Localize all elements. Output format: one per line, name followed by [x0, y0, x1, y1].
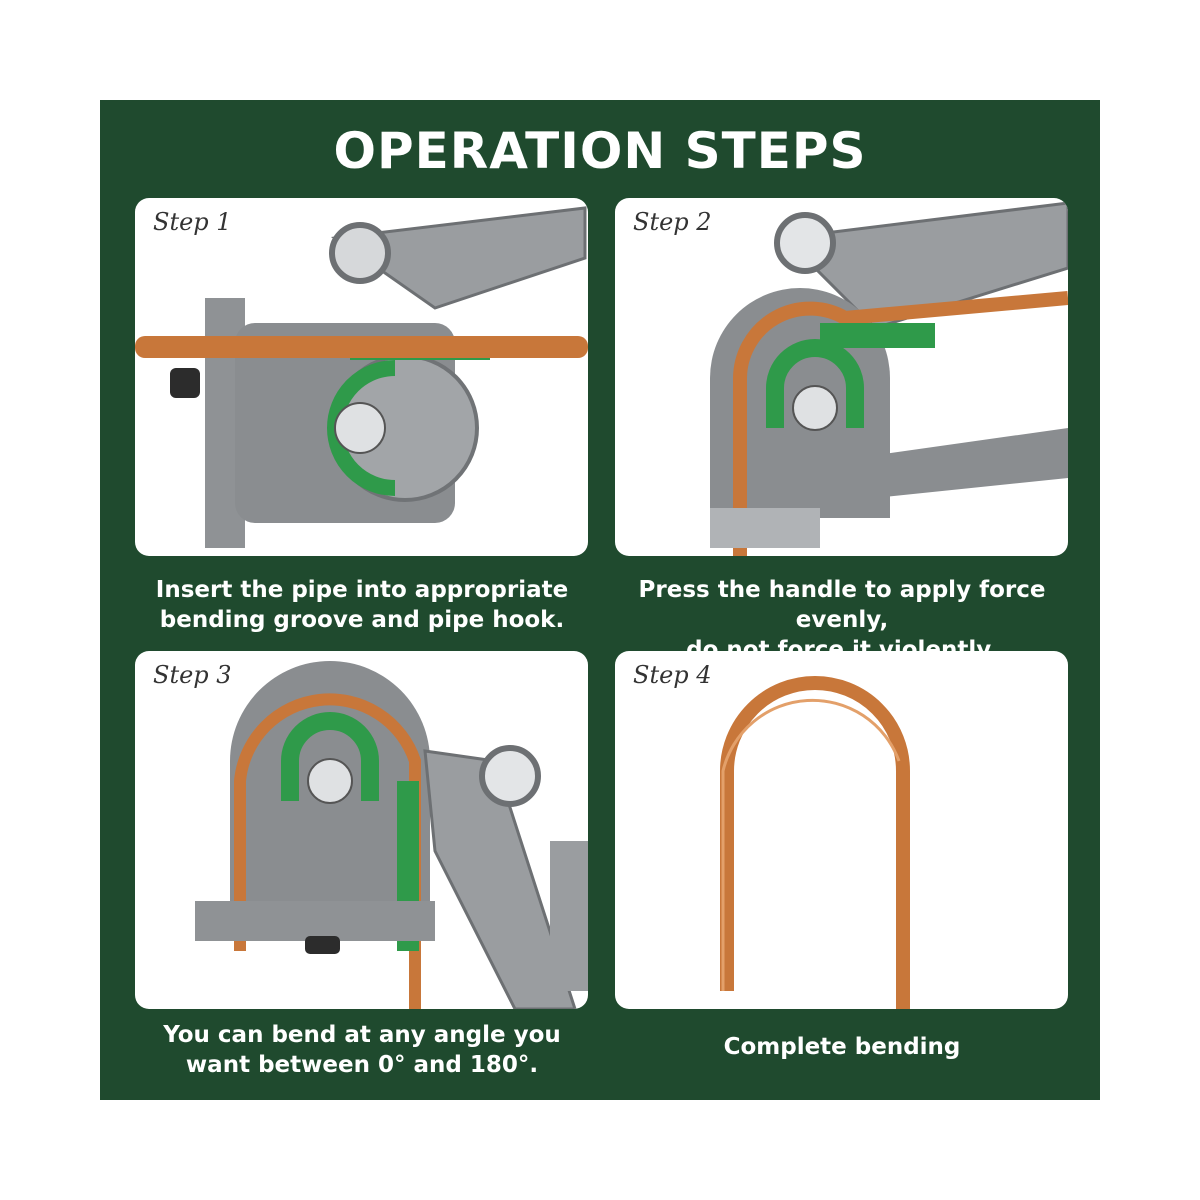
caption-line: You can bend at any angle you [163, 1022, 561, 1048]
step-2-panel: Step 2 [615, 198, 1068, 556]
caption-line: Press the handle to apply force evenly, [638, 577, 1046, 633]
caption-line: want between 0° and 180°. [185, 1052, 539, 1078]
pipe-bender-angle-illustration [195, 661, 588, 1009]
step-1-caption: Insert the pipe into appropriate bending… [112, 575, 612, 635]
operation-steps-board: OPERATION STEPS Step 1 Step 2 [100, 100, 1100, 1100]
step-label: Step 4 [633, 661, 712, 689]
step-4-panel: Step 4 [615, 651, 1068, 1009]
step-label: Step 3 [153, 661, 232, 689]
pipe-bender-press-illustration [710, 201, 1068, 556]
step-3-caption: You can bend at any angle you want betwe… [112, 1020, 612, 1080]
caption-line: do not force it violently. [686, 637, 998, 663]
caption-line: bending groove and pipe hook. [159, 607, 565, 633]
step-label: Step 2 [633, 208, 712, 236]
bent-copper-pipe-illustration [720, 676, 910, 1009]
caption-line: Complete bending [723, 1034, 961, 1060]
step-2-caption: Press the handle to apply force evenly, … [592, 575, 1092, 665]
step-3-panel: Step 3 [135, 651, 588, 1009]
step-4-caption: Complete bending [592, 1032, 1092, 1062]
page-title: OPERATION STEPS [333, 122, 867, 180]
pipe-bender-insert-illustration [135, 206, 588, 548]
step-1-panel: Step 1 [135, 198, 588, 556]
step-label: Step 1 [153, 208, 232, 236]
caption-line: Insert the pipe into appropriate [155, 577, 569, 603]
